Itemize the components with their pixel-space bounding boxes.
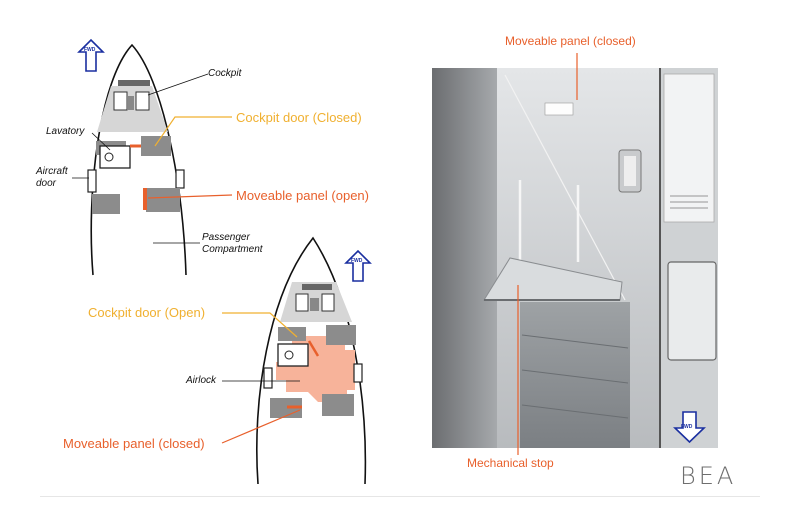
top-aircraft-door — [87, 169, 97, 193]
bottom-cockpit-door — [307, 340, 320, 357]
bottom-right-door — [353, 363, 363, 383]
bottom-seat-left — [295, 293, 309, 312]
bottom-aircraft-door — [263, 367, 273, 389]
top-console — [128, 96, 134, 110]
top-right-door — [175, 169, 185, 189]
fwd-label-photo: FWD — [681, 424, 693, 430]
cockpit-door-open-label: Cockpit door (Open) — [88, 305, 206, 320]
photo-lower-panel — [520, 302, 630, 448]
aircraft-door-label: Aircraft door — [36, 166, 68, 190]
photo-placard — [663, 73, 715, 223]
top-galley-right — [146, 188, 180, 212]
bea-logo: BEA — [680, 462, 737, 490]
photo-strap — [504, 74, 626, 301]
fwd-arrow-bottom-diagram — [344, 249, 372, 282]
lavatory-leader — [91, 132, 111, 151]
cockpit-leader — [147, 73, 209, 96]
bottom-galley-right — [322, 394, 354, 416]
bottom-seat-right — [321, 293, 335, 312]
cockpit-door-open-leader — [222, 312, 298, 338]
passenger-label-line1: Passenger — [202, 232, 250, 243]
photo-compartment — [667, 261, 717, 361]
cockpit-label: Cockpit — [208, 68, 242, 79]
top-moveable-panel — [143, 188, 147, 210]
fwd-label-bottom: FWD — [351, 258, 363, 264]
cockpit-door-closed-label: Cockpit door (Closed) — [236, 110, 362, 125]
bottom-bulkhead-right — [326, 325, 356, 345]
top-aircraft-nose — [87, 43, 187, 276]
bottom-console — [310, 298, 319, 311]
moveable-panel-closed-leader — [221, 409, 301, 444]
cockpit-door-closed-leader — [154, 116, 232, 147]
photo-left-wall — [432, 68, 500, 448]
photo-plaque — [544, 102, 574, 116]
photo-top-label: Moveable panel (closed) — [505, 34, 636, 48]
bottom-divider — [40, 496, 760, 497]
fwd-arrow-photo — [673, 411, 706, 444]
top-lavatory — [99, 145, 131, 169]
moveable-panel-closed-label: Moveable panel (closed) — [63, 436, 205, 451]
fwd-label-top: FWD — [84, 47, 96, 53]
moveable-panel-open-leader — [147, 194, 233, 199]
aircraft-door-label-line2: door — [36, 178, 57, 189]
bottom-bulkhead-left — [278, 327, 306, 341]
top-lavatory-toilet — [104, 152, 114, 162]
photo-bottom-label: Mechanical stop — [467, 456, 554, 470]
photo-handle-inner — [624, 156, 636, 186]
top-seat-left — [113, 91, 128, 111]
top-bulkhead-right — [141, 136, 171, 156]
passenger-label: Passenger Compartment — [202, 232, 263, 256]
moveable-panel-open-label: Moveable panel (open) — [236, 188, 369, 203]
bottom-aircraft-nose — [256, 236, 367, 485]
photo — [432, 53, 718, 455]
airlock-label: Airlock — [186, 375, 217, 386]
passenger-label-line2: Compartment — [202, 244, 263, 255]
lavatory-label: Lavatory — [46, 126, 85, 137]
bottom-lavatory-toilet — [284, 350, 294, 360]
fwd-arrow-top-left — [77, 38, 105, 72]
bottom-instrument-panel — [302, 284, 332, 290]
aircraft-door-label-line1: Aircraft — [36, 166, 68, 177]
top-instrument-panel — [118, 80, 150, 86]
top-galley-left — [92, 194, 120, 214]
top-seat-right — [135, 91, 150, 111]
